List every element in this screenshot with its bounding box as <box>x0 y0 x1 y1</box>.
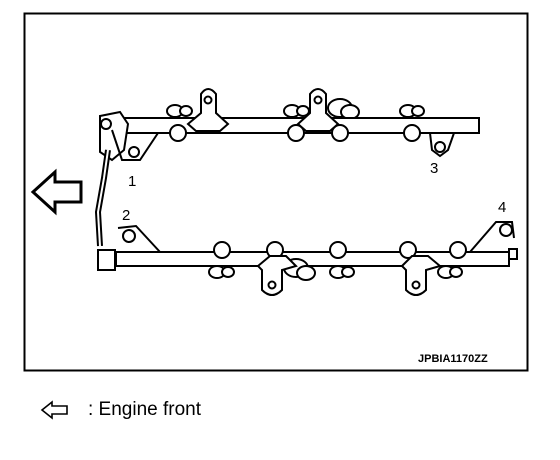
diagram-frame <box>23 12 529 372</box>
upper-mount-tab <box>186 88 230 132</box>
upper-mount-tab <box>296 88 340 132</box>
upper-fuel-rail <box>99 88 480 162</box>
lower-mount-tab <box>256 255 298 296</box>
callout-2: 2 <box>122 207 130 224</box>
callout-4: 4 <box>498 199 506 216</box>
crossover-fuel-line <box>94 149 116 271</box>
fuel-rail-diagram: 1 2 3 4 JPBIA1170ZZ <box>23 12 529 372</box>
engine-front-arrow-icon <box>30 168 83 216</box>
hollow-left-arrow-icon <box>40 400 68 420</box>
legend-text: : Engine front <box>88 399 202 420</box>
callout-3: 3 <box>430 160 438 177</box>
fuel-line-connector <box>97 249 116 271</box>
figure-code: JPBIA1170ZZ <box>418 353 488 365</box>
lower-fuel-rail <box>115 221 518 296</box>
callout-1: 1 <box>128 173 136 190</box>
lower-injectors <box>208 258 463 281</box>
legend: : Engine front <box>40 396 201 424</box>
lower-mount-tab <box>400 255 443 296</box>
